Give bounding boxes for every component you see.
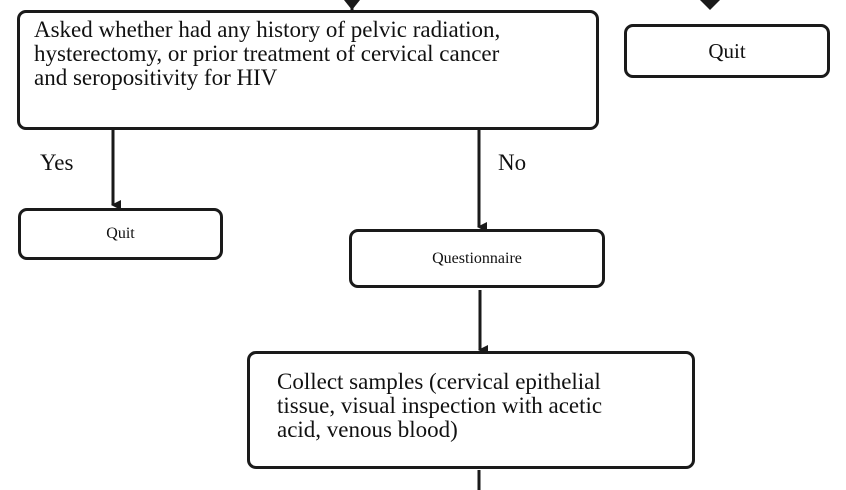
no-label: No <box>498 150 527 175</box>
quit-box-top-right: Quit <box>624 24 830 78</box>
arrow-head-into-screening <box>344 0 360 10</box>
quit-top-right-text: Quit <box>708 38 746 63</box>
collect-samples-text: Collect samples (cervical epithelial tis… <box>277 369 603 442</box>
questionnaire-box: Questionnaire <box>349 229 605 288</box>
arrow-head-into-top-quit <box>700 0 720 10</box>
screening-question-text: Asked whether had any history of pelvic … <box>34 17 501 90</box>
quit-box-yes: Quit <box>18 208 223 260</box>
collect-samples-box <box>247 351 695 469</box>
quit-yes-text: Quit <box>106 225 135 242</box>
questionnaire-text: Questionnaire <box>432 249 522 267</box>
screening-question-box <box>17 10 599 130</box>
yes-label: Yes <box>40 150 74 175</box>
